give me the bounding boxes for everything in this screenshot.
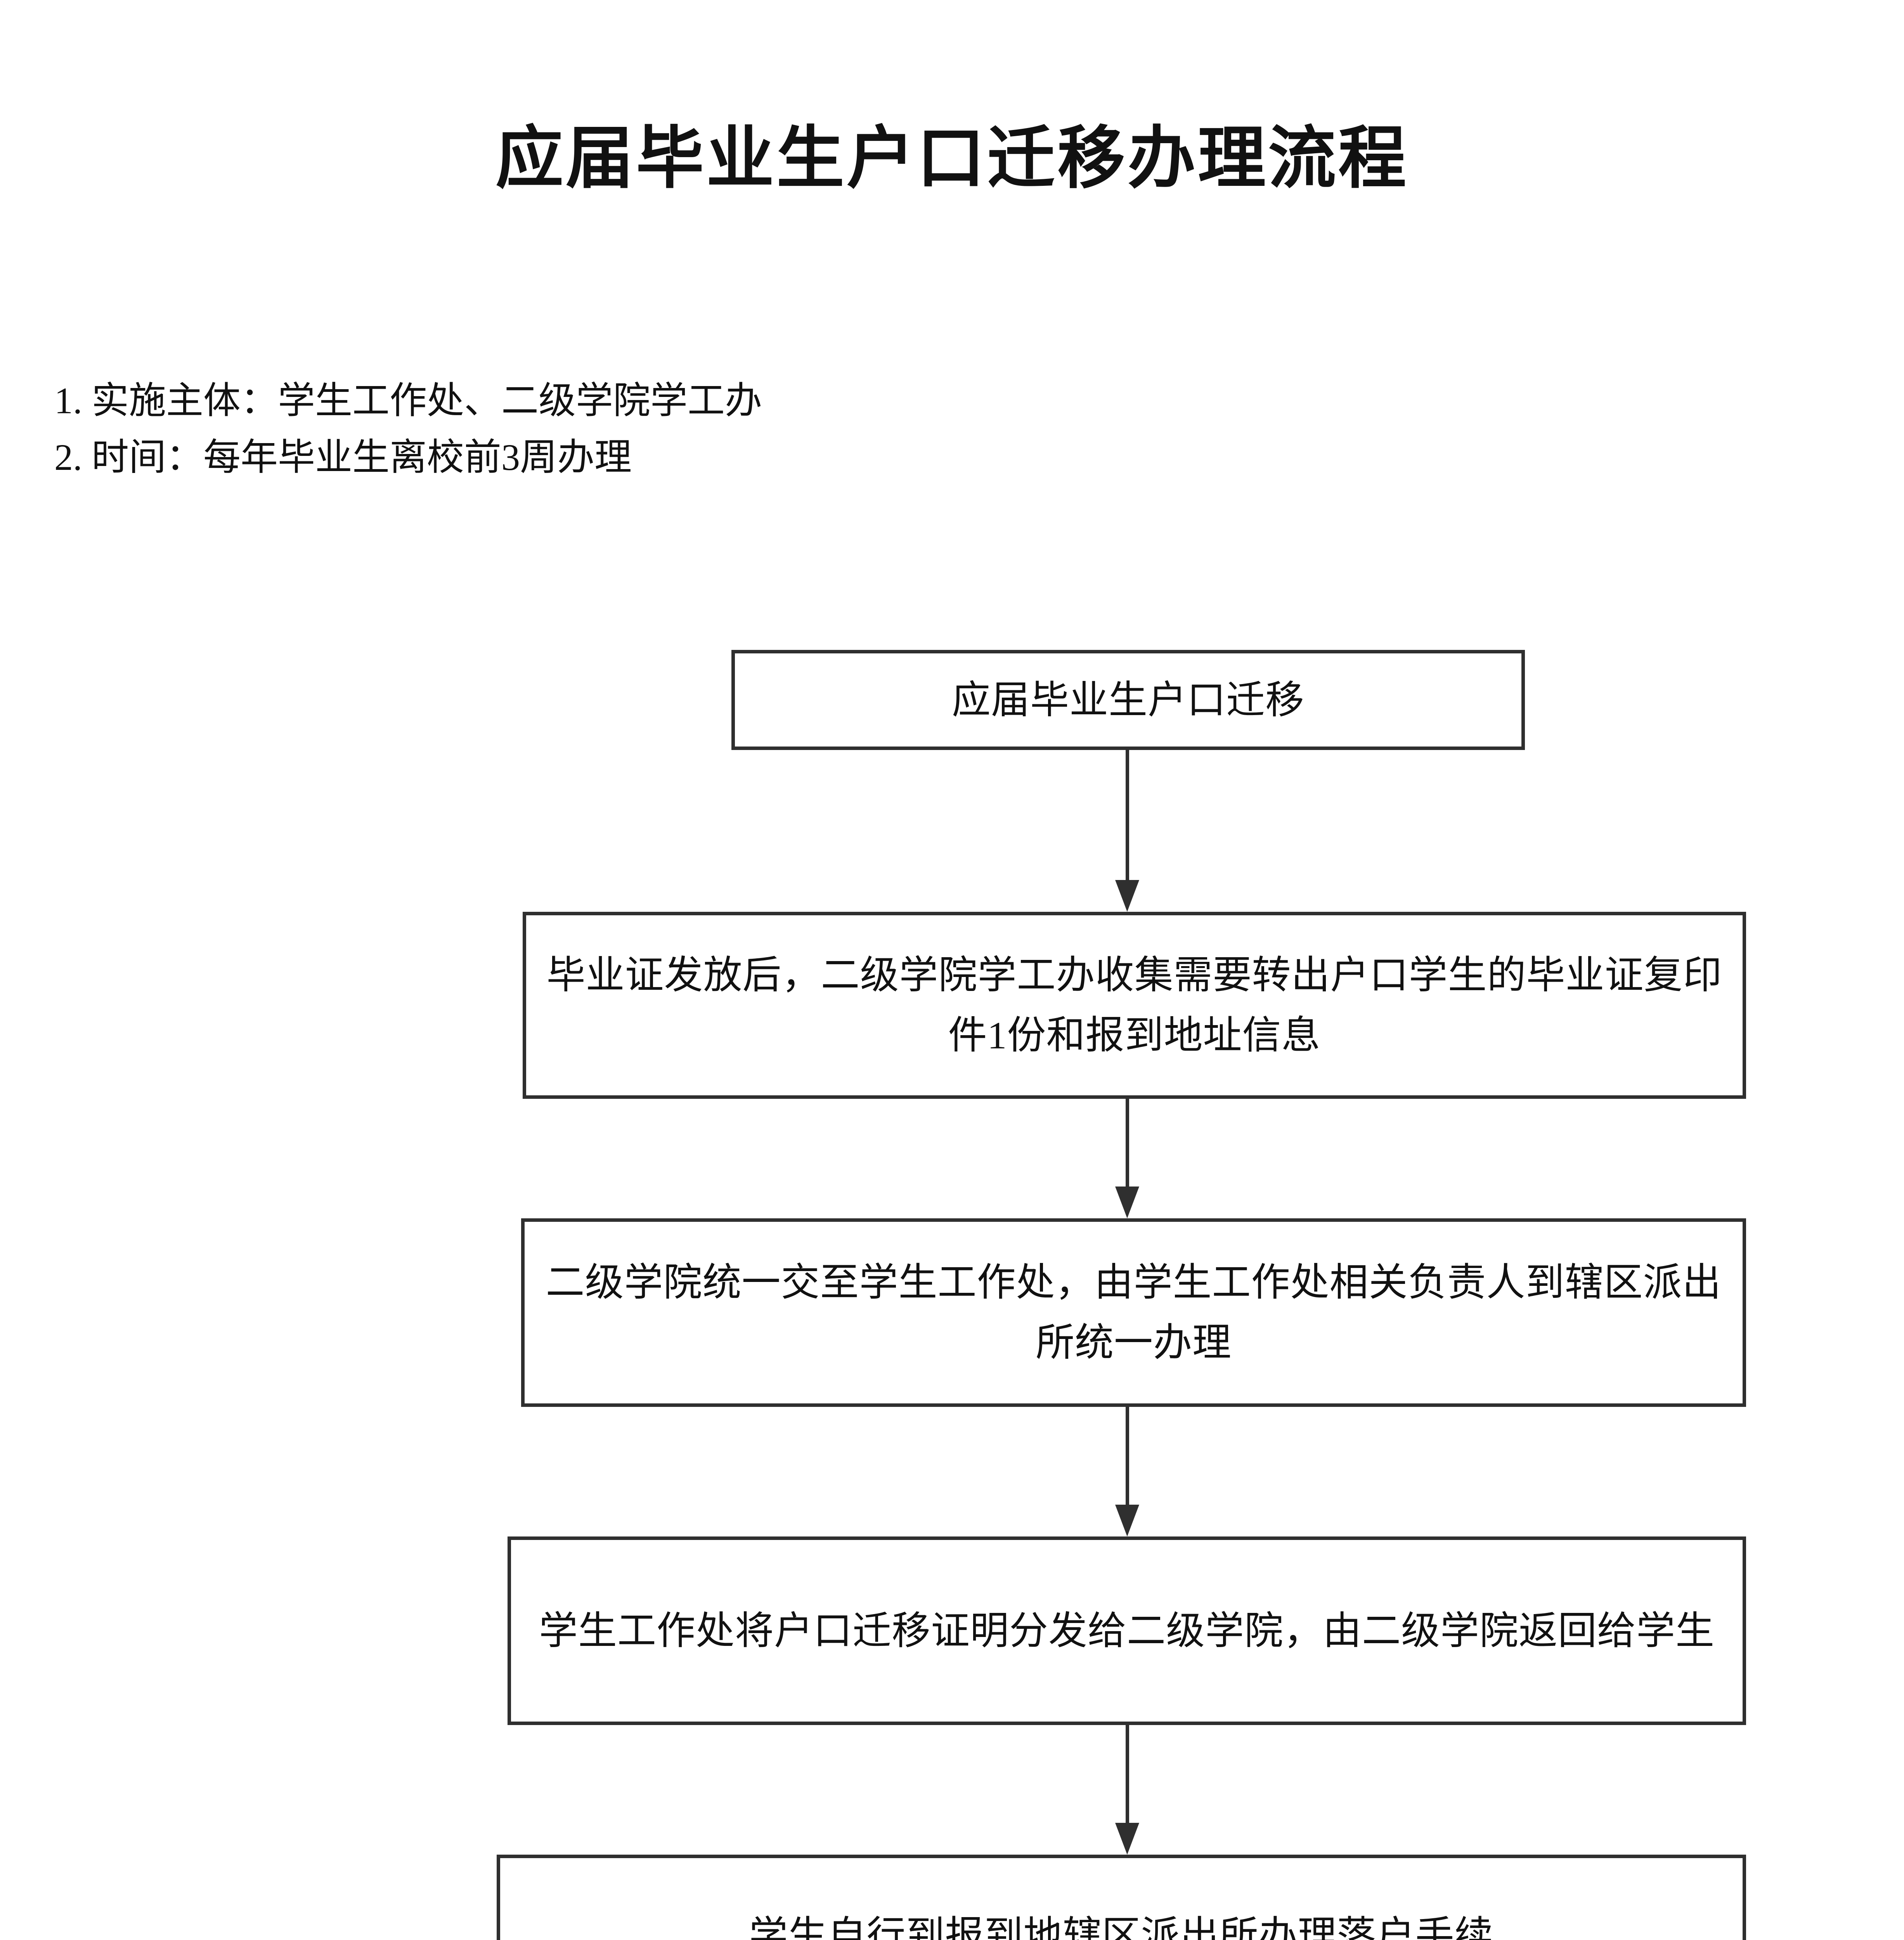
arrow-head bbox=[1115, 1823, 1139, 1855]
flow-node-submit-to-police-station[interactable]: 二级学院统一交至学生工作处，由学生工作处相关负责人到辖区派出所统一办理 bbox=[521, 1218, 1746, 1407]
flow-node-start[interactable]: 应届毕业生户口迁移 bbox=[731, 650, 1525, 750]
note-line-implementing-body: 1. 实施主体：学生工作处、二级学院学工办 bbox=[54, 380, 762, 421]
arrow-shaft bbox=[1126, 750, 1129, 880]
arrow-head bbox=[1115, 1187, 1139, 1218]
page-title: 应届毕业生户口迁移办理流程 bbox=[495, 121, 1409, 196]
flow-node-label: 学生工作处将户口迁移证明分发给二级学院，由二级学院返回给学生 bbox=[539, 1609, 1715, 1652]
flow-arrow-down-icon bbox=[1115, 1099, 1139, 1218]
arrow-head bbox=[1115, 1505, 1139, 1536]
flow-node-label: 二级学院统一交至学生工作处，由学生工作处相关负责人到辖区派出所统一办理 bbox=[546, 1261, 1722, 1364]
flow-arrow-down-icon bbox=[1115, 1725, 1139, 1855]
arrow-shaft bbox=[1126, 1099, 1129, 1187]
flow-node-label: 学生自行到报到地辖区派出所办理落户手续 bbox=[749, 1914, 1494, 1940]
note-line-timing: 2. 时间：每年毕业生离校前3周办理 bbox=[54, 436, 632, 478]
flow-node-student-registers[interactable]: 学生自行到报到地辖区派出所办理落户手续 bbox=[497, 1855, 1746, 1940]
arrow-head bbox=[1115, 880, 1139, 912]
notes-block: 1. 实施主体：学生工作处、二级学院学工办 2. 时间：每年毕业生离校前3周办理 bbox=[54, 372, 1451, 486]
flow-arrow-down-icon bbox=[1115, 750, 1139, 912]
flow-arrow-down-icon bbox=[1115, 1407, 1139, 1536]
flow-node-collect-documents[interactable]: 毕业证发放后，二级学院学工办收集需要转出户口学生的毕业证复印件1份和报到地址信息 bbox=[523, 912, 1746, 1099]
flow-node-label: 毕业证发放后，二级学院学工办收集需要转出户口学生的毕业证复印件1份和报到地址信息 bbox=[546, 954, 1722, 1057]
flow-node-distribute-certificates[interactable]: 学生工作处将户口迁移证明分发给二级学院，由二级学院返回给学生 bbox=[508, 1536, 1746, 1725]
flow-node-label: 应届毕业生户口迁移 bbox=[952, 678, 1305, 722]
arrow-shaft bbox=[1126, 1725, 1129, 1823]
arrow-shaft bbox=[1126, 1407, 1129, 1505]
